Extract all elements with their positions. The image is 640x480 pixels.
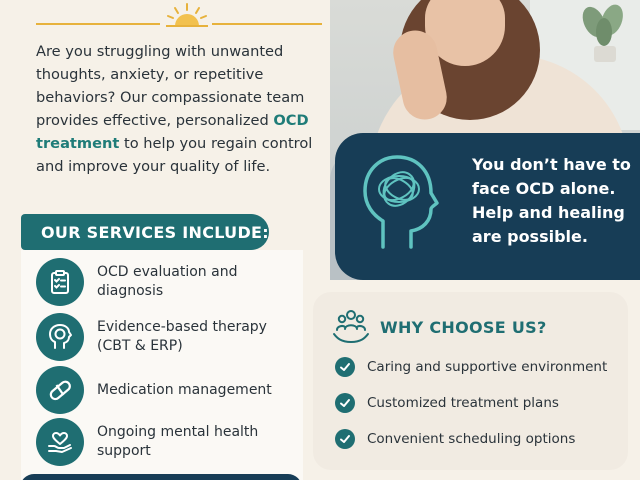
why-item: Convenient scheduling options	[335, 429, 575, 449]
services-heading-text: OUR SERVICES INCLUDE:	[41, 222, 269, 242]
why-item-text: Caring and supportive environment	[367, 359, 608, 375]
pill-icon	[36, 366, 84, 414]
check-icon	[335, 357, 355, 377]
service-label: Medication management	[97, 381, 272, 398]
check-icon	[335, 429, 355, 449]
why-item: Customized treatment plans	[335, 393, 559, 413]
service-label: OCD evaluation and diagnosis	[97, 264, 238, 299]
service-label: Evidence-based therapy (CBT & ERP)	[97, 319, 267, 354]
service-item-therapy: Evidence-based therapy (CBT & ERP)	[36, 313, 296, 361]
intro-text-after: to help you regain control and improve y…	[36, 135, 313, 175]
head-brain-icon	[363, 155, 439, 249]
why-choose-us-card: WHY CHOOSE US? Caring and supportive env…	[313, 292, 628, 470]
check-icon	[335, 393, 355, 413]
intro-highlight-ocd-treatment: OCD treatment	[36, 112, 309, 152]
service-item-evaluation: OCD evaluation and diagnosis	[36, 258, 296, 306]
bottom-banner	[20, 474, 302, 480]
title-rule-right	[212, 23, 322, 25]
people-care-icon	[333, 310, 369, 343]
why-heading: WHY CHOOSE US?	[380, 318, 547, 337]
service-item-support: Ongoing mental health support	[36, 418, 296, 466]
title-rule-left	[36, 23, 160, 25]
why-item-text: Convenient scheduling options	[367, 431, 576, 447]
service-label: Ongoing mental health support	[97, 424, 259, 459]
sun-icon	[166, 3, 208, 27]
plant-icon	[582, 4, 623, 62]
why-item-text: Customized treatment plans	[367, 395, 559, 411]
why-item: Caring and supportive environment	[335, 357, 607, 377]
services-heading: OUR SERVICES INCLUDE:	[21, 214, 269, 250]
intro-paragraph: Are you struggling with unwanted thought…	[36, 40, 336, 178]
heart-hand-icon	[36, 418, 84, 466]
clipboard-icon	[36, 258, 84, 306]
callout-message: You don’t have to face OCD alone. Help a…	[472, 155, 631, 246]
head-brain-icon	[36, 313, 84, 361]
intro-text-before: Are you struggling with unwanted thought…	[36, 43, 305, 129]
support-callout: You don’t have to face OCD alone. Help a…	[335, 133, 640, 280]
service-item-medication: Medication management	[36, 366, 296, 414]
